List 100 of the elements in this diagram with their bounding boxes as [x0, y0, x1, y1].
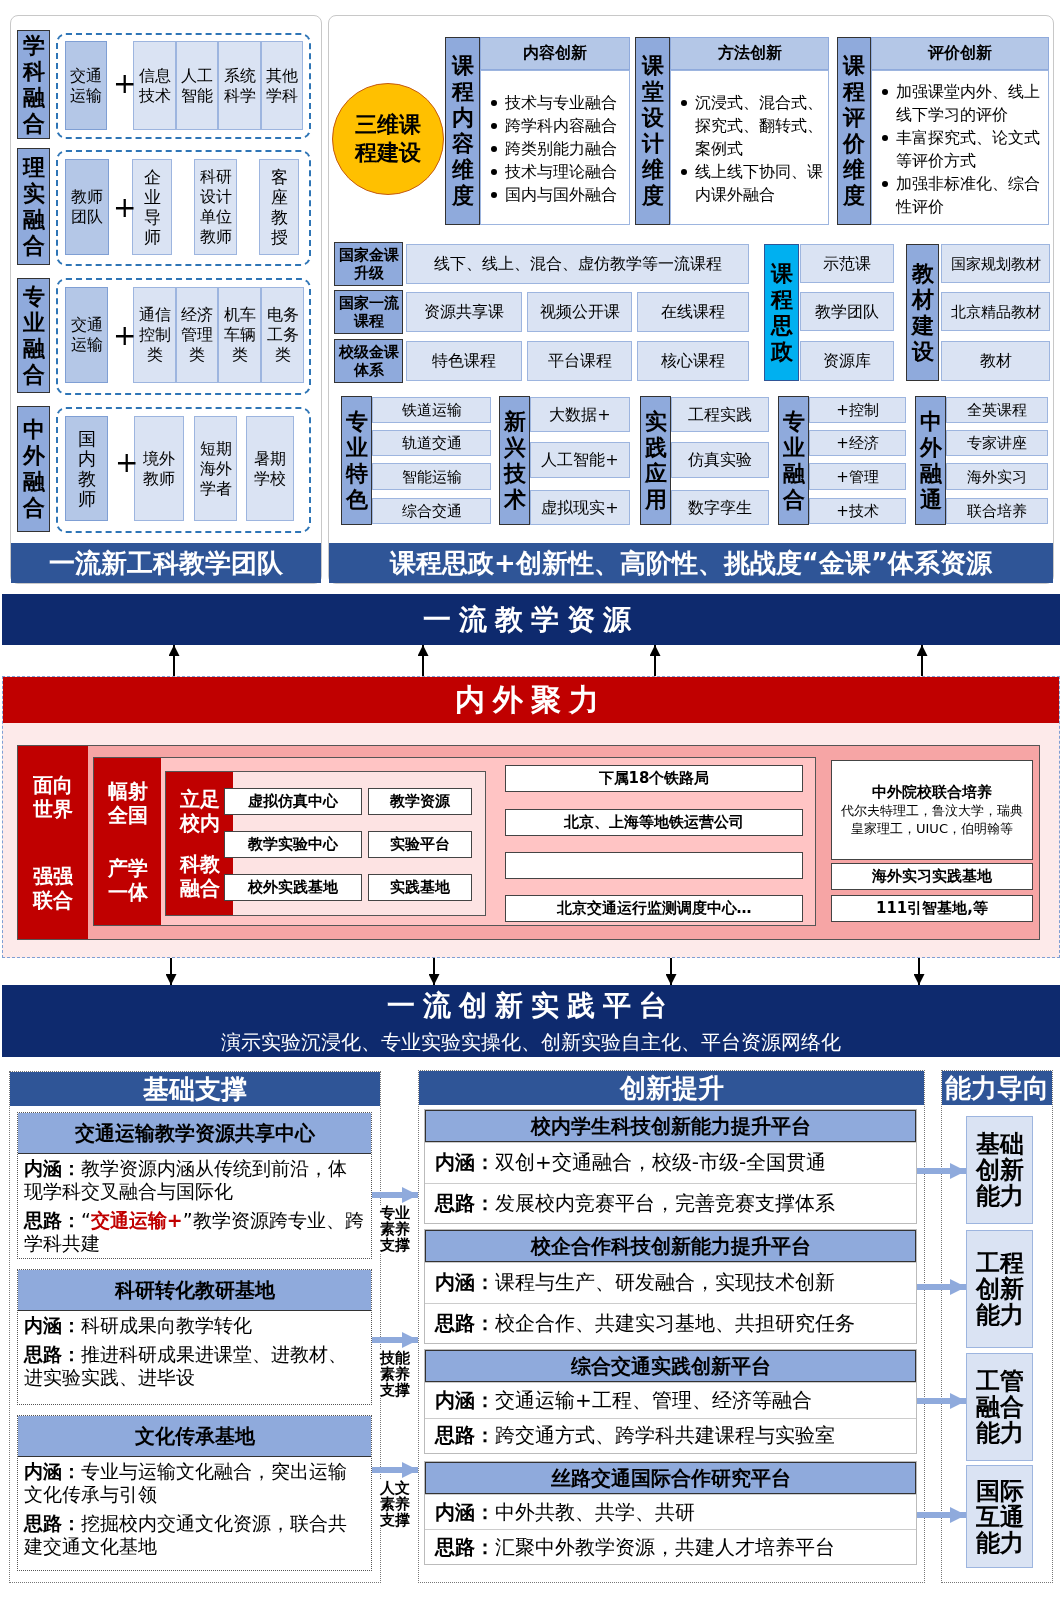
entry-text: 下属18个铁路局	[598, 769, 710, 788]
item-text: 示范课	[823, 253, 871, 274]
strip-label: 产学一体	[106, 856, 149, 905]
item-tile	[941, 292, 1050, 331]
column-heading: 评价创新	[928, 43, 992, 64]
entry-text: 虚拟仿真中心	[248, 792, 338, 811]
category-title: 新兴技术	[502, 408, 527, 513]
ability-label: 工管融合能力	[975, 1368, 1024, 1446]
item-text: +管理	[836, 466, 879, 487]
item-tile	[946, 430, 1048, 456]
item-text: 综合交通	[401, 501, 462, 521]
item-tile	[671, 442, 769, 478]
category-title: 教材建设	[910, 260, 935, 365]
item-text: 资源共享课	[424, 302, 504, 322]
item-tile	[372, 397, 491, 423]
plus-sign: +	[113, 322, 137, 350]
plus-sign: +	[115, 449, 139, 477]
entry-title: 中外院校联合培养	[872, 782, 992, 802]
dashed-group-frame	[56, 278, 311, 395]
item-tile	[133, 41, 176, 130]
item-tile	[946, 397, 1048, 423]
banner	[2, 985, 1060, 1057]
nested-frame	[165, 771, 486, 916]
bullet-list-panel	[670, 70, 829, 225]
edge-label: 技能素养支撑	[378, 1350, 412, 1398]
category-title: 专业融合	[21, 283, 46, 388]
card-paragraph: 思路：推进科研成果进课堂、进教材、进实验实践、进毕设	[22, 1342, 348, 1390]
item-text: 国家一流课程	[338, 294, 399, 330]
category-title: 中外融通	[918, 408, 943, 513]
plus-sign: +	[113, 194, 137, 222]
arrow	[917, 1163, 966, 1179]
section-panel	[2, 676, 1060, 958]
arrow	[649, 644, 661, 677]
category-tab	[17, 406, 50, 532]
item-tile	[65, 41, 107, 130]
platform-row: 内涵：双创+交通融合，校级-市级-全国贯通	[425, 1142, 916, 1183]
item-text: 全英课程	[967, 400, 1027, 420]
item-text: 暑期学校	[253, 448, 287, 489]
item-text: 平台课程	[547, 351, 612, 371]
item-text: 境外教师	[142, 448, 176, 489]
card-paragraph: 思路：“交通运输+”教学资源跨专业、跨学科共建	[22, 1208, 365, 1256]
item-text: 信息技术	[138, 65, 171, 106]
category-title: 课堂设计维度	[640, 53, 665, 209]
platform-row: 思路：汇聚中外教学资源，共建人才培养平台	[425, 1529, 916, 1564]
bullet-item: 线上线下协同、课内课外融合	[679, 160, 824, 206]
category-tab	[764, 244, 799, 381]
item-tile	[65, 416, 108, 521]
item-tile	[134, 416, 184, 521]
item-text: 系统科学	[223, 65, 256, 106]
item-text: 海外实习	[967, 466, 1027, 487]
arrow	[417, 644, 429, 677]
platform-row: 思路：校企合作、共建实习基地、共担研究任务	[425, 1302, 916, 1343]
bullet-item: 国内与国外融合	[489, 183, 625, 206]
platform-title: 校内学生科技创新能力提升平台	[425, 1110, 916, 1142]
arrow	[372, 1332, 418, 1348]
item-tile	[372, 498, 491, 524]
entry-tile	[831, 760, 1033, 860]
item-text: 铁道运输	[401, 400, 462, 420]
item-tile	[800, 292, 894, 331]
banner-subtitle: 演示实验沉浸化、专业实验实操化、创新实验自主化、平台资源网络化	[221, 1028, 841, 1056]
entry-text: 海外实习实践基地	[872, 867, 992, 886]
platform-row: 思路：跨交通方式、跨学科共建课程与实验室	[425, 1417, 916, 1453]
item-text: +技术	[836, 501, 879, 521]
bullet-item: 跨学科内容融合	[489, 114, 625, 137]
item-tile	[527, 341, 632, 381]
entry-tile	[505, 895, 803, 922]
category-tab	[837, 37, 871, 225]
panel-heading: 能力导向	[942, 1071, 1052, 1105]
card-title: 科研转化教研基地	[18, 1270, 371, 1311]
item-text: 电务工务类	[266, 305, 299, 365]
item-tile	[809, 498, 906, 524]
entry-note: 代尔夫特理工，鲁汶大学，瑞典皇家理工，UIUC，伯明翰等	[840, 802, 1024, 838]
ability-label: 工程创新能力	[975, 1250, 1024, 1328]
item-tile	[671, 397, 769, 432]
item-text: 在线课程	[661, 302, 725, 322]
category-title: 课程内容维度	[450, 53, 475, 209]
category-title: 专业融合	[781, 408, 806, 513]
item-text: 特色课程	[432, 351, 496, 371]
item-text: 人工智能	[181, 65, 213, 106]
entry-tile	[831, 895, 1033, 922]
arrow	[165, 957, 177, 986]
item-text: 国家规划教材	[950, 253, 1041, 274]
platform-card	[424, 1461, 917, 1565]
item-text: 虚拟现实+	[541, 497, 619, 518]
entry-tile	[368, 874, 472, 901]
entry-text: 北京交通运行监测调度中心…	[556, 899, 752, 918]
item-tile	[530, 397, 630, 432]
panel-heading: 创新提升	[419, 1071, 924, 1105]
category-title: 课程评价维度	[841, 53, 866, 209]
column-header-bar	[480, 37, 630, 70]
platform-title: 校企合作科技创新能力提升平台	[425, 1230, 916, 1262]
item-tile	[246, 416, 294, 521]
strip-label: 面向世界	[32, 773, 74, 822]
category-tab	[17, 148, 50, 265]
bullet-item: 技术与理论融合	[489, 160, 625, 183]
entry-text: 教学实验中心	[248, 835, 338, 854]
platform-row: 内涵：中外共教、共学、共研	[425, 1494, 916, 1529]
entry-tile	[224, 788, 362, 815]
dashed-group-frame	[56, 150, 311, 266]
dashed-group-frame	[56, 407, 311, 533]
